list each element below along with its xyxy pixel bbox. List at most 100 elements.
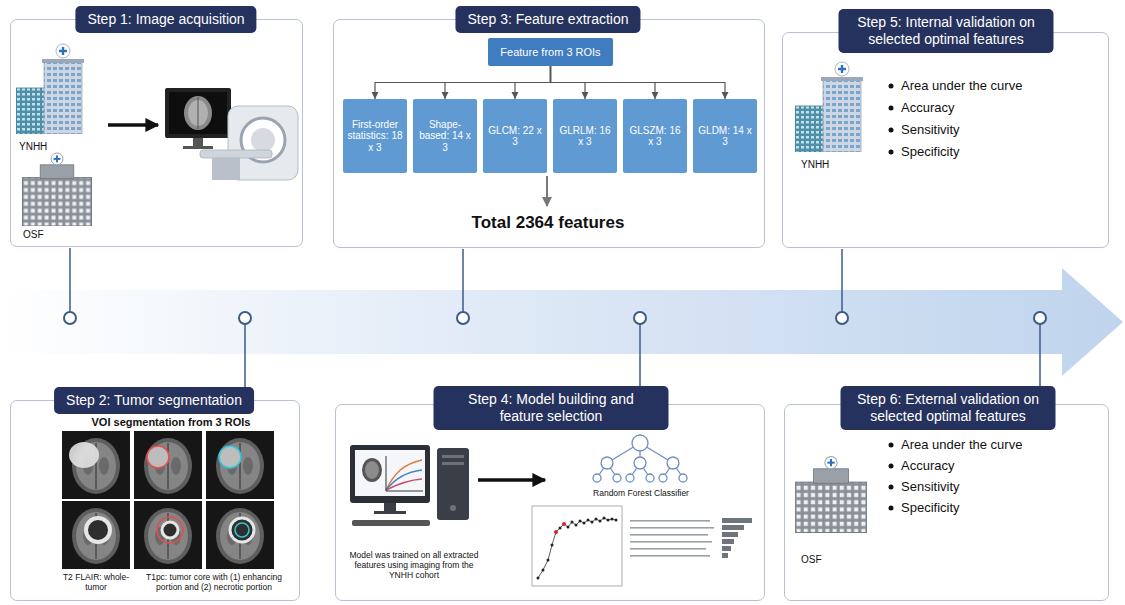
computer-icon: [442, 455, 464, 458]
step-heading: Step 2: Tumor segmentation: [54, 387, 254, 414]
accuracy-chart: [542, 569, 545, 572]
icon-caption: Random Forest Classifier: [591, 489, 691, 499]
box-label: Shape-based: 14 x 3: [416, 119, 474, 154]
mri-slice: [62, 431, 274, 569]
image-caption: T2 FLAIR: whole-tumor: [56, 573, 136, 593]
site-label: OSF: [801, 554, 861, 566]
bullet-dot: [889, 506, 894, 511]
connector: [375, 66, 551, 99]
timeline-stem: [70, 248, 1040, 404]
feature-box: Shape-based: 14 x 3: [413, 99, 477, 173]
metric-item: Accuracy: [901, 459, 1101, 474]
bullet-dot: [889, 464, 894, 469]
flow-arrow: [108, 123, 158, 127]
tree-icon: [634, 457, 646, 469]
step-panel: Step 1: Image acquisitionYNHHOSF: [10, 19, 303, 247]
tree-icon: [613, 474, 621, 482]
accuracy-chart: [575, 524, 578, 527]
timeline-dot: [64, 312, 76, 324]
bullet-dot: [889, 84, 894, 89]
mri-slice: [230, 518, 254, 542]
site-label: OSF: [23, 229, 83, 241]
computer-icon: [386, 479, 422, 490]
mri-slice: [134, 431, 202, 499]
tree-icon: [667, 457, 679, 469]
computer-icon: [362, 458, 382, 482]
computer-icon: [355, 450, 425, 496]
feature-list: [630, 520, 710, 522]
step-heading: Step 6: External validation on selected …: [841, 386, 1056, 430]
mri-slice: [206, 501, 274, 569]
mri-monitor: [165, 88, 231, 149]
metric-item: Sensitivity: [901, 480, 1101, 495]
step-panel: Step 2: Tumor segmentationVOI segmentati…: [10, 400, 300, 601]
mri-slice: [62, 431, 130, 499]
computer-icon: [386, 470, 422, 490]
accuracy-chart: [559, 527, 562, 530]
step-panel: Step 3: Feature extractionTotal 2364 fea…: [333, 19, 765, 248]
feature-list: [722, 553, 728, 558]
step-heading: Step 3: Feature extraction: [455, 6, 640, 33]
metric-item: Specificity: [901, 501, 1101, 516]
timeline-dot: [1034, 312, 1046, 324]
box-label: GLRLM: 16 x 3: [556, 125, 614, 148]
feature-list: [722, 539, 734, 544]
tree-icon: [659, 474, 667, 482]
hospital-icon: [795, 62, 863, 152]
hospital-icon: [16, 44, 867, 533]
accuracy-chart: [579, 520, 582, 523]
computer-icon: [437, 448, 469, 520]
mri-monitor: [184, 96, 212, 130]
hospital-icon: [22, 153, 91, 226]
feature-box: GLDM: 14 x 3: [693, 99, 757, 173]
feature-list: [722, 518, 752, 523]
mri-monitor: [193, 138, 203, 146]
metric-item: Specificity: [901, 145, 1101, 160]
feature-box: GLCM: 22 x 3: [483, 99, 547, 173]
connector: [445, 66, 551, 99]
step-panel: Step 6: External validation on selected …: [784, 404, 1109, 601]
computer-icon: [374, 511, 406, 514]
mri-slice: [206, 431, 274, 499]
feature-box: GLRLM: 16 x 3: [553, 99, 617, 173]
feature-list: [722, 546, 731, 551]
feature-list: [630, 541, 712, 543]
tree-icon: [679, 474, 687, 482]
tree-icon: [626, 474, 634, 482]
accuracy-chart: [571, 521, 574, 524]
timeline-arrow: [0, 268, 1123, 376]
sum-arrow: [546, 176, 548, 206]
feature-list: [722, 525, 744, 530]
mri-slice: [62, 501, 130, 569]
accuracy-chart: [583, 522, 586, 525]
site-label: YNHH: [19, 141, 79, 153]
tree-icon: [593, 435, 687, 482]
mri-monitor: [183, 146, 213, 149]
computer-icon: [442, 462, 464, 465]
sum-arrow: [547, 176, 548, 206]
timeline-dot: [239, 312, 251, 324]
mri-slice: [219, 446, 241, 468]
box-label: GLCM: 22 x 3: [486, 125, 544, 148]
feature-box: Feature from 3 ROIs: [488, 38, 613, 66]
accuracy-chart: [563, 523, 566, 526]
image-caption: T1pc: tumor core with (1) enhancing port…: [133, 573, 295, 593]
step-panel: Step 4: Model building and feature selec…: [335, 404, 765, 601]
site-label: YNHH: [801, 159, 861, 171]
feature-list: [630, 548, 706, 550]
accuracy-chart: [603, 517, 606, 520]
box-label: GLDM: 14 x 3: [696, 125, 754, 148]
timeline-dot: [634, 312, 646, 324]
bullet-dot: [889, 150, 894, 155]
box-label: Feature from 3 ROIs: [500, 46, 600, 59]
bullet-dot: [889, 485, 894, 490]
step-panel: Step 5: Internal validation on selected …: [782, 32, 1109, 248]
accuracy-chart: [599, 520, 602, 523]
accuracy-chart: [547, 559, 550, 562]
mri-slice: [86, 518, 110, 542]
mri-scanner: [200, 150, 272, 158]
image-caption: Model was trained on all extracted featu…: [344, 551, 484, 580]
computer-icon: [384, 503, 396, 511]
mri-monitor: [169, 92, 227, 134]
hospital-icon: [16, 44, 84, 134]
